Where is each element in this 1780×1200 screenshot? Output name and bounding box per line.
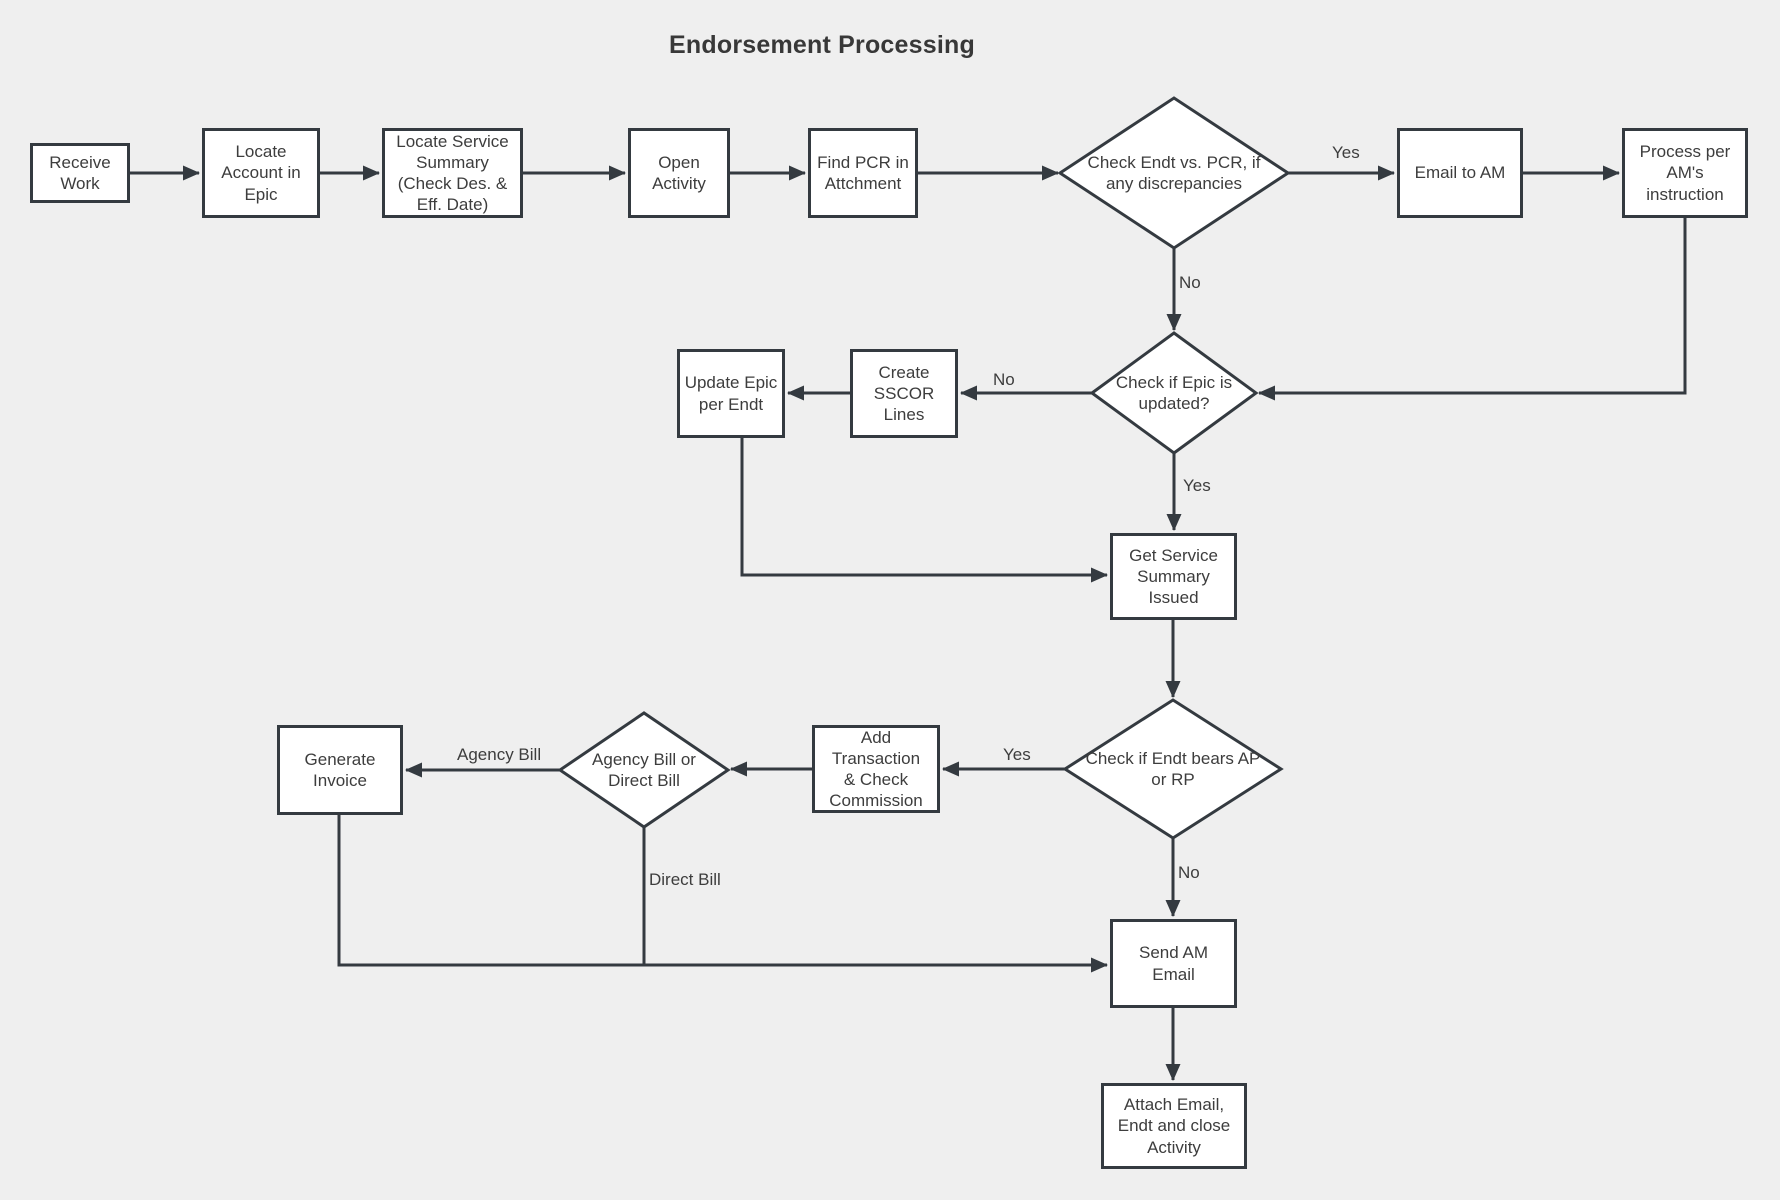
edge-label-discrepancy-no: No [1179, 273, 1201, 292]
connector-update-epic-to-get-service [740, 438, 1108, 583]
node-locate-service-summary: Locate Service Summary (Check Des. & Eff… [382, 128, 523, 218]
node-process-per-am-instruction: Process per AM's instruction [1622, 128, 1748, 218]
edge-label-epic-updated-yes: Yes [1183, 476, 1211, 495]
edge-label-epic-updated-no: No [993, 370, 1015, 389]
node-get-service-summary-issued: Get Service Summary Issued [1110, 533, 1237, 620]
node-find-pcr-in-attachment: Find PCR in Attchment [808, 128, 918, 218]
edge-label-discrepancy-yes: Yes [1332, 143, 1360, 162]
node-update-epic-per-endt: Update Epic per Endt [677, 349, 785, 438]
node-attach-email-endt-close-activity: Attach Email, Endt and close Activity [1101, 1083, 1247, 1169]
connector-process-to-check-epic [1258, 218, 1687, 401]
edge-label-agency-bill: Agency Bill [457, 745, 542, 764]
diagram-title: Endorsement Processing [669, 31, 975, 59]
node-create-sscor-lines: Create SSCOR Lines [850, 349, 958, 438]
node-email-to-am: Email to AM [1397, 128, 1523, 218]
edge-label-ap-rp-no: No [1178, 863, 1200, 882]
connector-generate-invoice-to-send-am [337, 815, 1108, 973]
node-open-activity: Open Activity [628, 128, 730, 218]
edge-label-direct-bill: Direct Bill [649, 870, 721, 889]
decision-check-endt-vs-pcr-shape [1057, 96, 1291, 250]
node-generate-invoice: Generate Invoice [277, 725, 403, 815]
decision-agency-or-direct-shape [557, 711, 731, 829]
edge-label-ap-rp-yes: Yes [1003, 745, 1031, 764]
node-receive-work: Receive Work [30, 143, 130, 203]
node-send-am-email: Send AM Email [1110, 919, 1237, 1008]
decision-check-endt-ap-rp-shape [1062, 698, 1284, 840]
node-locate-account-in-epic: Locate Account in Epic [202, 128, 320, 218]
decision-check-epic-updated-shape [1089, 331, 1259, 455]
node-add-transaction-check-commission: Add Transaction & Check Commission [812, 725, 940, 813]
